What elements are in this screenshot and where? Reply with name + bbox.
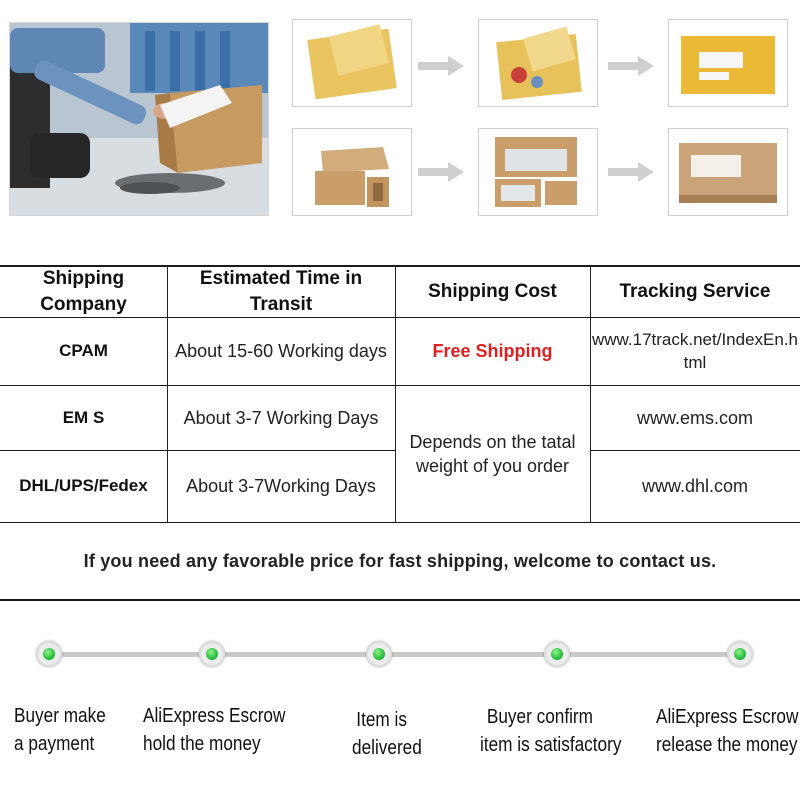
step-3-line1: Item is — [356, 709, 407, 731]
step-label-5: AliExpress Escrow release the money — [656, 703, 798, 759]
tracking-dhl[interactable]: www.dhl.com — [641, 476, 749, 497]
table-rule — [0, 385, 800, 386]
transit-time-cpam: About 15-60 Working days — [175, 341, 387, 362]
right-arrow-icon — [418, 162, 464, 182]
empty-boxes-icon — [293, 129, 411, 215]
padded-envelope-icon — [293, 20, 411, 106]
box-photo-3 — [668, 128, 788, 216]
right-arrow-icon — [608, 56, 654, 76]
transit-time-dhl: About 3-7Working Days — [186, 476, 376, 497]
step-label-2: AliExpress Escrow hold the money — [143, 702, 285, 758]
sealed-envelope-icon — [669, 20, 787, 106]
envelope-photo-2 — [478, 19, 598, 107]
step-node-5 — [727, 641, 753, 667]
step-4-line2: item is satisfactory — [480, 734, 622, 756]
cost-depends-line1: Depends on the tatal — [409, 431, 576, 452]
boxed-items-icon — [479, 129, 597, 215]
green-dot-icon — [373, 648, 385, 660]
tracking-cpam-line2: tml — [683, 352, 707, 372]
right-arrow-icon — [608, 162, 654, 182]
shipping-table: Shipping Company Estimated Time in Trans… — [0, 265, 800, 601]
step-1-line1: Buyer make — [14, 705, 106, 727]
step-node-4 — [544, 641, 570, 667]
box-photo-2 — [478, 128, 598, 216]
packing-photo — [9, 22, 269, 216]
table-divider — [395, 265, 396, 522]
envelope-photo-1 — [292, 19, 412, 107]
green-dot-icon — [43, 648, 55, 660]
step-node-2 — [199, 641, 225, 667]
tracking-ems[interactable]: www.ems.com — [636, 407, 753, 428]
step-1-line2: a payment — [14, 733, 95, 755]
envelope-items-icon — [479, 20, 597, 106]
green-dot-icon — [551, 648, 563, 660]
step-3-line2: delivered — [352, 737, 422, 759]
contact-note: If you need any favorable price for fast… — [83, 550, 717, 571]
company-cpam: CPAM — [59, 341, 108, 361]
header-transit-time: Estimated Time in Transit — [199, 268, 363, 315]
step-label-4: Buyer confirm item is satisfactory — [480, 703, 621, 759]
header-shipping-company: Shipping Company — [40, 268, 127, 315]
green-dot-icon — [734, 648, 746, 660]
table-rule — [0, 265, 800, 267]
transit-time-ems: About 3-7 Working Days — [183, 407, 379, 428]
step-4-line1: Buyer confirm — [486, 706, 593, 728]
box-photo-1 — [292, 128, 412, 216]
green-dot-icon — [206, 648, 218, 660]
worker-packing-photo-icon — [10, 23, 268, 215]
step-label-3: Item is delivered — [352, 706, 422, 762]
tracking-cpam-line1: www.17track.net/IndexEn.h — [592, 329, 799, 349]
shipping-cost-depends: Depends on the tatal weight of you order — [395, 386, 590, 522]
company-dhl-ups-fedex: DHL/UPS/Fedex — [19, 476, 148, 496]
table-divider — [590, 265, 591, 522]
header-shipping-cost: Shipping Cost — [428, 281, 557, 303]
sealed-box-icon — [669, 129, 787, 215]
step-5-line1: AliExpress Escrow — [656, 706, 799, 728]
step-label-1: Buyer make a payment — [14, 702, 106, 758]
company-ems: EM S — [62, 407, 105, 427]
table-rule — [0, 522, 800, 523]
table-rule — [590, 450, 800, 451]
free-shipping-label: Free Shipping — [432, 341, 553, 362]
cost-depends-line2: weight of you order — [415, 456, 570, 476]
step-5-line2: release the money — [656, 734, 798, 756]
process-timeline — [48, 652, 740, 657]
step-node-3 — [366, 641, 392, 667]
table-divider — [167, 265, 168, 522]
table-rule — [0, 317, 800, 318]
step-node-1 — [36, 641, 62, 667]
tracking-cpam[interactable]: www.17track.net/IndexEn.h tml — [590, 318, 800, 385]
envelope-photo-3 — [668, 19, 788, 107]
right-arrow-icon — [418, 56, 464, 76]
step-2-line2: hold the money — [143, 733, 261, 755]
table-rule — [0, 450, 395, 451]
header-tracking-service: Tracking Service — [619, 281, 771, 303]
table-rule — [0, 599, 800, 601]
step-2-line1: AliExpress Escrow — [143, 705, 286, 727]
